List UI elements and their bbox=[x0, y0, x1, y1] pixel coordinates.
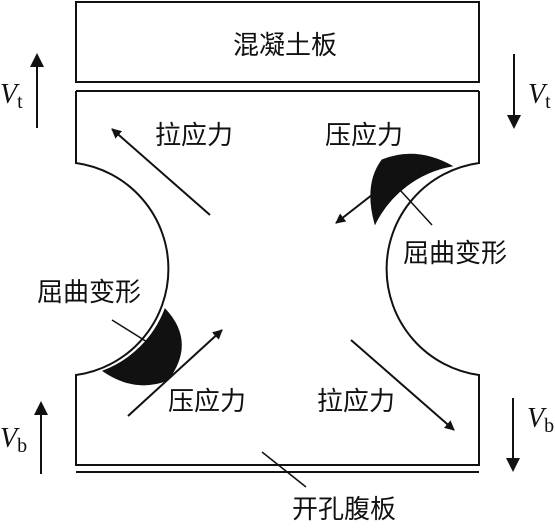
compression-arrow-lower bbox=[127, 329, 223, 417]
shear-label-bottom-right: Vb bbox=[527, 403, 554, 437]
tension-arrow-upper bbox=[111, 128, 211, 216]
leader-line-web bbox=[261, 451, 307, 488]
shear-var-bottom-left: V bbox=[0, 423, 20, 454]
shear-label-top-left: Vt bbox=[0, 79, 23, 113]
tension-label-lower: 拉应力 bbox=[317, 387, 395, 417]
shear-var-top-right: V bbox=[528, 79, 548, 110]
compression-label-upper: 压应力 bbox=[325, 121, 403, 151]
buckling-zone-left bbox=[101, 308, 182, 386]
shear-sub-top-right: t bbox=[545, 91, 551, 113]
concrete-slab bbox=[75, 1, 480, 83]
shear-var-bottom-right: V bbox=[527, 403, 547, 434]
buckling-label-right: 屈曲变形 bbox=[403, 239, 507, 269]
tension-label-upper: 拉应力 bbox=[155, 121, 233, 151]
shear-sub-top-left: t bbox=[17, 91, 23, 113]
web-label: 开孔腹板 bbox=[292, 495, 396, 525]
compression-arrow-upper bbox=[335, 158, 419, 224]
leader-line-left-buckle bbox=[111, 319, 161, 351]
shear-label-bottom-left: Vb bbox=[0, 423, 27, 457]
buckling-zone-right bbox=[370, 153, 454, 226]
buckling-label-left: 屈曲变形 bbox=[37, 278, 141, 308]
shear-label-top-right: Vt bbox=[528, 79, 551, 113]
shear-sub-bottom-right: b bbox=[544, 415, 554, 437]
tension-arrow-lower bbox=[350, 339, 455, 431]
shear-sub-bottom-left: b bbox=[17, 435, 27, 457]
compression-label-lower: 压应力 bbox=[168, 387, 246, 417]
shear-var-top-left: V bbox=[0, 79, 20, 110]
slab-label: 混凝土板 bbox=[233, 31, 337, 61]
leader-line-right-buckle bbox=[399, 189, 433, 226]
